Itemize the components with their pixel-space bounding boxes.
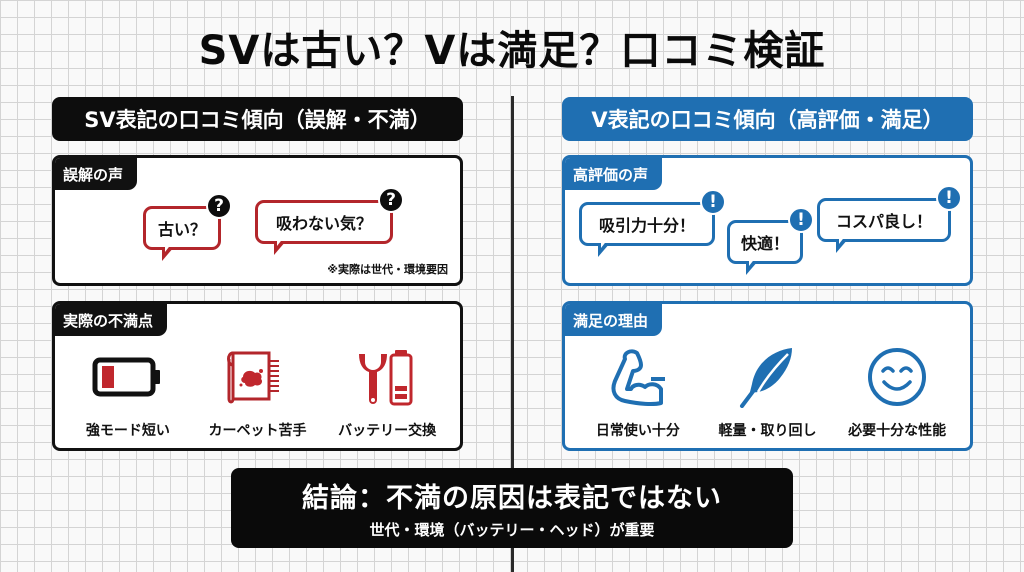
complaint-item: 強モード短い — [63, 346, 193, 440]
complaints-panel: 実際の不満点 強モード短い — [52, 301, 463, 451]
conclusion-sub: 世代・環境（バッテリー・ヘッド）が重要 — [369, 521, 655, 539]
reason-item: 日常使い十分 — [573, 346, 703, 440]
conclusion-main: 結論：不満の原因は表記ではない — [302, 483, 722, 514]
conclusion-box: 結論：不満の原因は表記ではない 世代・環境（バッテリー・ヘッド）が重要 — [231, 468, 793, 548]
exclamation-icon: ! — [936, 185, 962, 211]
misunderstanding-tab: 誤解の声 — [55, 158, 138, 190]
bubble-tail — [274, 237, 286, 255]
smiley-icon — [866, 346, 928, 408]
reasons-tab: 満足の理由 — [565, 304, 663, 336]
exclamation-icon: ! — [700, 189, 726, 215]
bubble-tail — [162, 243, 174, 261]
footnote: ※実際は世代・環境要因 — [327, 263, 448, 276]
reasons-panel: 満足の理由 日常使い十分 軽量・取り回し — [562, 301, 973, 451]
page-title: SVは古い？Vは満足？口コミ検証 — [198, 28, 826, 74]
bubble-tail — [598, 239, 610, 257]
v-column-header: V表記の口コミ傾向（高評価・満足） — [562, 97, 973, 141]
speech-bubble-comfortable: 快適！ ! — [727, 207, 814, 275]
speech-bubble-old: 古い？ ? — [143, 193, 232, 261]
complaint-item: カーペット苦手 — [193, 346, 323, 440]
complaint-item: バッテリー交換 — [322, 346, 452, 440]
speech-bubble-suction: 吸引力十分！ ! — [579, 189, 726, 257]
flexed-arm-icon — [607, 346, 669, 408]
wrench-battery-icon — [355, 346, 419, 408]
low-battery-icon — [92, 346, 164, 408]
misunderstanding-panel: 誤解の声 古い？ ? 吸わない気？ ? ※実際は世代・環境要因 — [52, 155, 463, 286]
bubble-tail — [836, 235, 848, 253]
carpet-stain-icon — [226, 346, 289, 408]
bubble-text: 吸わない気？ — [275, 214, 372, 233]
question-mark-icon: ? — [378, 187, 404, 213]
bubble-tail — [746, 257, 758, 275]
complaints-tab: 実際の不満点 — [55, 304, 168, 336]
praise-panel: 高評価の声 吸引力十分！ ! 快適！ ! コスパ良し！ ! — [562, 155, 973, 286]
question-mark-icon: ? — [206, 193, 232, 219]
bubble-text: 吸引力十分！ — [598, 216, 695, 235]
reason-item: 軽量・取り回し — [703, 346, 833, 440]
feather-icon — [738, 346, 798, 408]
exclamation-icon: ! — [788, 207, 814, 233]
speech-bubble-weak-suction: 吸わない気？ ? — [255, 187, 404, 255]
sv-column-header: SV表記の口コミ傾向（誤解・不満） — [52, 97, 463, 141]
bubble-text: 快適！ — [740, 234, 789, 253]
column-divider — [511, 96, 514, 572]
praise-tab: 高評価の声 — [565, 158, 663, 190]
reason-item: 必要十分な性能 — [832, 346, 962, 440]
bubble-text: コスパ良し！ — [835, 212, 932, 231]
bubble-text: 古い？ — [157, 220, 206, 239]
speech-bubble-value: コスパ良し！ ! — [817, 185, 962, 253]
